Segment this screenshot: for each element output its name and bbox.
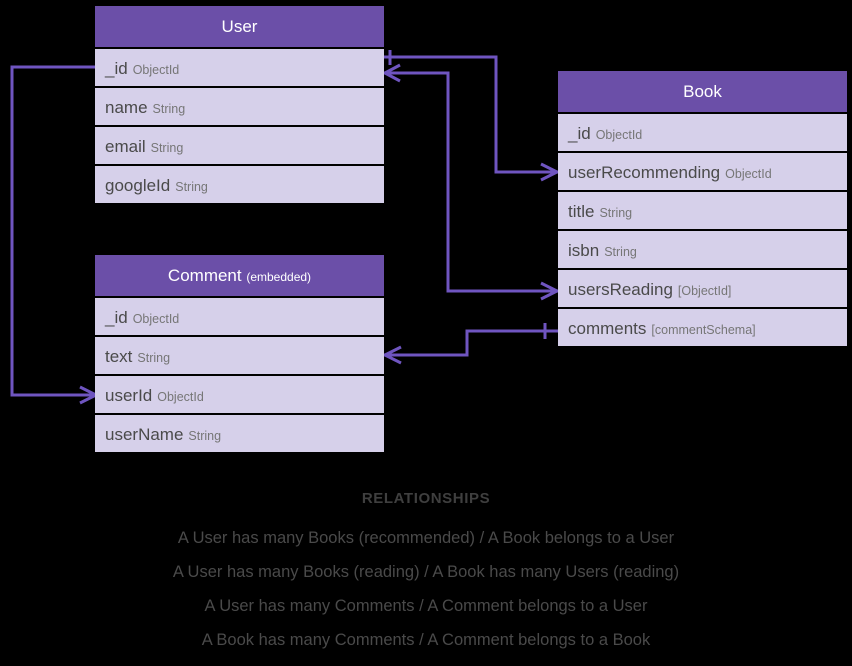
field-name: email (105, 137, 146, 156)
field-name: userId (105, 386, 153, 405)
field-row-comment-id[interactable]: _id ObjectId (95, 296, 384, 335)
connector-user-to-book-usersreading (384, 63, 558, 301)
relationship-line: A User has many Books (recommended) / A … (177, 529, 675, 547)
field-name: _id (568, 124, 591, 143)
field-row-comment-username[interactable]: userName String (95, 413, 384, 452)
relationships-section: RELATIONSHIPS A User has many Books (rec… (0, 490, 852, 657)
field-row-book-title[interactable]: title String (558, 190, 847, 229)
field-type: String (137, 351, 171, 365)
field-row-book-usersreading[interactable]: usersReading [ObjectId] (558, 268, 847, 307)
field-row-user-name[interactable]: name String (95, 86, 384, 125)
field-name: title (568, 202, 595, 221)
connector-comment-to-book-comments (384, 323, 558, 365)
relationship-line: A User has many Books (reading) / A Book… (172, 563, 680, 581)
connector-user-to-book-userrecommending (384, 50, 558, 182)
crowfoot-comment-userid (79, 385, 97, 405)
field-row-user-id[interactable]: _id ObjectId (95, 47, 384, 86)
field-row-book-comments[interactable]: comments [commentSchema] (558, 307, 847, 346)
field-row-user-googleid[interactable]: googleId String (95, 164, 384, 203)
field-type: ObjectId (132, 312, 180, 326)
field-name: userRecommending (568, 163, 721, 182)
crowfoot-book-userrecommending (540, 162, 558, 182)
entity-book-header: Book (558, 71, 847, 112)
field-row-comment-userid[interactable]: userId ObjectId (95, 374, 384, 413)
field-name: usersReading (568, 280, 673, 299)
field-name: comments (568, 319, 647, 338)
field-name: isbn (568, 241, 600, 260)
field-type: String (175, 180, 208, 194)
field-type: String (150, 141, 184, 155)
field-name: googleId (105, 176, 171, 195)
field-row-book-isbn[interactable]: isbn String (558, 229, 847, 268)
entity-comment-title: Comment (167, 266, 242, 285)
crowfoot-comment-text (384, 345, 402, 365)
relationship-line: A Book has many Comments / A Comment bel… (201, 631, 651, 649)
entity-comment-subtitle: (embedded) (246, 270, 312, 284)
field-name: _id (105, 308, 128, 327)
field-name: name (105, 98, 148, 117)
field-type: String (599, 206, 633, 220)
field-name: userName (105, 425, 184, 444)
relationships-title: RELATIONSHIPS (361, 490, 491, 507)
entity-book-title: Book (683, 82, 722, 101)
crowfoot-user-id-usersreading (384, 63, 401, 83)
field-type: String (152, 102, 186, 116)
field-type: ObjectId (725, 167, 772, 181)
field-name: _id (105, 59, 128, 78)
field-type: [ObjectId] (677, 284, 732, 298)
entity-user-title: User (221, 17, 258, 36)
field-row-book-userrecommending[interactable]: userRecommending ObjectId (558, 151, 847, 190)
field-type: [commentSchema] (651, 323, 756, 337)
field-type: String (188, 429, 222, 443)
field-row-book-id[interactable]: _id ObjectId (558, 112, 847, 151)
field-row-comment-text[interactable]: text String (95, 335, 384, 374)
entity-comment-header: Comment (embedded) (95, 255, 384, 296)
field-row-user-email[interactable]: email String (95, 125, 384, 164)
field-type: ObjectId (157, 390, 204, 404)
relationship-line: A User has many Comments / A Comment bel… (204, 597, 648, 615)
field-name: text (105, 347, 133, 366)
entity-user-header: User (95, 6, 384, 47)
field-type: ObjectId (132, 63, 180, 77)
field-type: String (604, 245, 637, 259)
field-type: ObjectId (595, 128, 643, 142)
crowfoot-book-usersreading (540, 281, 558, 301)
